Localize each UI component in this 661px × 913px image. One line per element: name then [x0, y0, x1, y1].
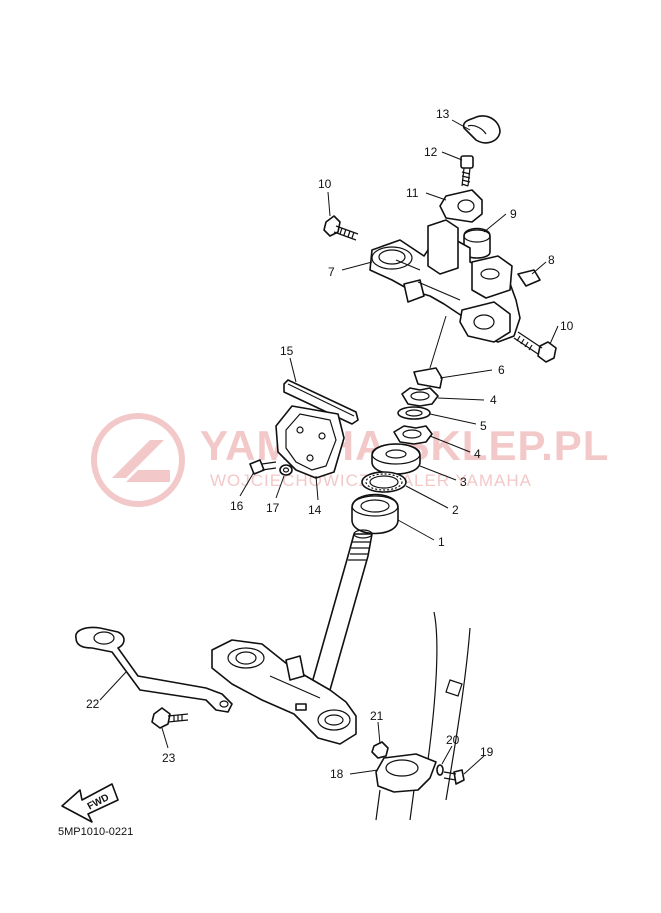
callout-19: 19: [480, 745, 494, 759]
callout-7: 7: [328, 265, 335, 279]
callout-1: 1: [438, 535, 445, 549]
callout-5: 5: [480, 419, 487, 433]
fwd-arrow-icon: FWD: [61, 783, 119, 823]
part-19-bolt: [443, 769, 465, 785]
callout-10-left: 10: [318, 177, 332, 191]
callout-23: 23: [162, 751, 176, 765]
part-8-label: [517, 269, 541, 287]
callout-11: 11: [406, 186, 419, 200]
part-4-ring-nut-upper: [401, 387, 439, 407]
watermark-logo-icon: [91, 413, 185, 507]
part-6-clip: [413, 315, 447, 389]
callout-20: 20: [446, 733, 460, 747]
callout-9: 9: [510, 207, 517, 221]
part-11-handlebar-holder-upper: [439, 189, 483, 223]
part-3-dust-seal: [371, 443, 421, 475]
callout-22: 22: [86, 697, 100, 711]
callout-4-lower: 4: [474, 447, 481, 461]
part-13-cap: [462, 115, 501, 144]
callout-2: 2: [452, 503, 459, 517]
part-23-bolt: [151, 707, 189, 729]
part-20-washer: [436, 764, 444, 776]
part-5-washer: [397, 406, 431, 420]
part-12-bolt: [460, 155, 474, 187]
part-22-hose-guide: [75, 626, 233, 713]
part-10-bolt-left: [323, 215, 359, 241]
part-17-washer: [279, 464, 293, 476]
steering-stem: [309, 529, 373, 691]
callout-21: 21: [370, 709, 384, 723]
part-7-upper-bracket: [369, 219, 521, 343]
callout-6: 6: [498, 363, 505, 377]
callout-15: 15: [280, 344, 294, 358]
callout-10-right: 10: [560, 319, 574, 333]
part-1-bearing-race: [351, 493, 399, 535]
callout-17: 17: [266, 501, 280, 515]
callout-8: 8: [548, 253, 555, 267]
callout-numbers: 13 12 11 9 10 7 8 10 6 4 5 4 3 2 1 15 14…: [86, 107, 574, 781]
leader-lines: [99, 119, 559, 775]
callout-14: 14: [308, 503, 322, 517]
part-10-bolt-right: [513, 331, 557, 363]
callout-3: 3: [460, 475, 467, 489]
callout-4-upper: 4: [490, 393, 497, 407]
under-bracket: [211, 639, 357, 745]
part-18-clamp: [375, 753, 437, 793]
callout-16: 16: [230, 499, 244, 513]
diagram-code: 5MP1010-0221: [58, 826, 133, 838]
part-2-bearing: [361, 471, 407, 493]
part-16-screw: [249, 459, 277, 475]
part-21-bolt: [371, 741, 389, 759]
part-15-strip: [283, 379, 359, 425]
watermark: YAMAHA-SKLEP.PL WOJCIECHOWICZ DEALER YAM…: [91, 413, 608, 507]
part-4-ring-nut-lower: [393, 425, 433, 445]
callout-13: 13: [436, 107, 450, 121]
part-14-bracket: [275, 405, 345, 479]
callout-12: 12: [424, 145, 438, 159]
callout-18: 18: [330, 767, 344, 781]
